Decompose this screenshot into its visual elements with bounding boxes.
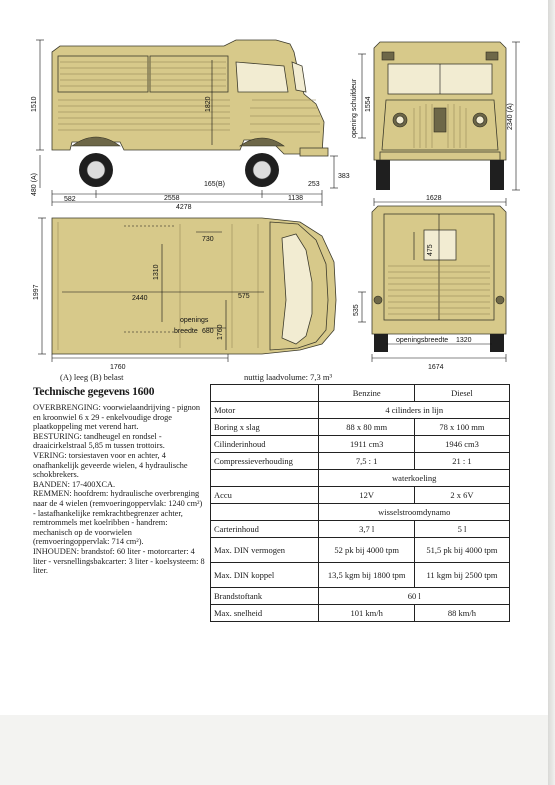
dim-top-opening-label-2: breedte (174, 328, 198, 335)
table-cell-diesel: 11 kgm bij 2500 tpm (413, 562, 511, 588)
page-edge-shadow (548, 0, 555, 785)
table-cell-diesel: 21 : 1 (413, 452, 511, 470)
dim-side-h3: 480 (A) (31, 173, 38, 196)
dim-side-w1: 582 (64, 196, 76, 203)
dim-side-w3: 1138 (288, 195, 303, 202)
load-volume-text: nuttig laadvolume: 7,3 m³ (244, 372, 333, 382)
table-row-label: Accu (209, 486, 320, 504)
side-view-drawing (51, 39, 329, 187)
table-row: Motor 4 cilinders in lijn (209, 401, 510, 419)
dim-rear-opening-w: 1320 (456, 337, 472, 344)
table-row-label: Cilinderinhoud (209, 435, 320, 453)
spec-paragraph: BESTURING: tandheugel en rondsel - draai… (33, 431, 165, 451)
dim-top-d5: 1760 (217, 324, 224, 340)
dim-side-h2: 1820 (205, 96, 212, 112)
section-heading: Technische gegevens 1600 (33, 386, 155, 398)
dim-top-opening-label-1: openings (180, 317, 209, 324)
table-row: Compressieverhouding 7,5 : 1 21 : 1 (209, 452, 511, 470)
rear-view-drawing (371, 205, 507, 352)
table-header-empty (209, 384, 320, 402)
spec-paragraph: INHOUDEN: brandstof: 60 liter - motorcar… (33, 546, 205, 576)
dim-front-opening-h: 1554 (365, 96, 372, 112)
spec-paragraph: BANDEN: 17-400XCA. (33, 479, 116, 489)
table-header-row: Benzine Diesel (209, 384, 511, 402)
table-row: Accu 12V 2 x 6V (209, 486, 511, 504)
table-cell-benzine: 88 x 80 mm (318, 418, 415, 436)
table-cell-span: wisselstroomdynamo (318, 503, 510, 521)
table-row-label: Carterinhoud (209, 520, 320, 538)
table-row: Boring x slag 88 x 80 mm 78 x 100 mm (209, 418, 511, 436)
dim-side-ground: 165(B) (204, 181, 225, 188)
dim-side-w2: 2558 (164, 195, 180, 202)
spec-paragraph: OVERBRENGING: voorwielaandrijving - pign… (33, 403, 201, 432)
table-cell-span: 60 l (318, 587, 510, 605)
table-cell-diesel: 51,5 pk bij 4000 tpm (413, 537, 511, 563)
spec-paragraph: REMMEN: hoofdrem: hydraulische overbreng… (33, 489, 203, 547)
table-cell-diesel: 2 x 6V (413, 486, 511, 504)
table-cell-diesel: 5 l (413, 520, 511, 538)
dim-side-h1: 1510 (31, 96, 38, 112)
table-cell-diesel: 1946 cm3 (413, 435, 511, 453)
table-row-label: Brandstoftank (209, 587, 320, 605)
dim-rear-side-h: 535 (353, 304, 360, 316)
dim-top-d1: 730 (202, 236, 214, 243)
dim-rear-window: 475 (427, 244, 434, 256)
table-cell-benzine: 101 km/h (318, 604, 415, 622)
table-row: Cilinderinhoud 1911 cm3 1946 cm3 (209, 435, 511, 453)
table-cell-benzine: 7,5 : 1 (318, 452, 415, 470)
dim-top-bottom-w: 1760 (110, 364, 126, 371)
spec-description: OVERBRENGING: voorwielaandrijving - pign… (33, 403, 205, 576)
dim-rear-opening-label: openingsbreedte (396, 337, 448, 344)
table-cell-benzine: 13,5 kgm bij 1800 tpm (318, 562, 415, 588)
dim-top-d3: 2440 (132, 295, 148, 302)
table-cell-benzine: 3,7 l (318, 520, 415, 538)
table-cell-diesel: 78 x 100 mm (413, 418, 511, 436)
dim-top-length: 1997 (33, 284, 40, 300)
table-header-benzine: Benzine (318, 384, 415, 402)
legend-text: (A) leeg (B) belast (60, 372, 124, 382)
dim-front-total-h: 2340 (A) (507, 103, 514, 130)
table-cell-benzine: 52 pk bij 4000 tpm (318, 537, 415, 563)
vehicle-drawings: 1510 480 (A) 1820 582 2558 1138 4278 165… (31, 39, 520, 371)
dim-top-opening-w: 680 (202, 328, 214, 335)
table-row-label (209, 503, 320, 521)
table-row-label: Max. snelheid (209, 604, 320, 622)
table-row: Carterinhoud 3,7 l 5 l (209, 520, 511, 538)
table-row: Max. snelheid 101 km/h 88 km/h (209, 604, 511, 622)
table-row-label: Motor (209, 401, 320, 419)
technical-data-table: Benzine Diesel Motor 4 cilinders in lijn… (209, 384, 511, 622)
table-row: wisselstroomdynamo (209, 503, 510, 521)
table-cell-span: waterkoeling (318, 469, 510, 487)
dim-front-opening-label: opening schuifdeur (351, 78, 358, 138)
dim-rear-total-w: 1674 (428, 364, 444, 371)
table-row-label: Compressieverhouding (209, 452, 320, 470)
table-row: Brandstoftank 60 l (209, 587, 510, 605)
table-cell-span: 4 cilinders in lijn (318, 401, 510, 419)
table-cell-diesel: 88 km/h (413, 604, 511, 622)
dim-top-d2: 1310 (153, 264, 160, 280)
dim-side-overhang: 253 (308, 181, 320, 188)
dim-top-d4: 575 (238, 293, 250, 300)
table-row: Max. DIN koppel 13,5 kgm bij 1800 tpm 11… (209, 562, 511, 588)
spec-paragraph: VERING: torsiestaven voor en achter, 4 o… (33, 450, 188, 480)
table-header-diesel: Diesel (413, 384, 511, 402)
dim-front-width: 1628 (426, 195, 442, 202)
page-bottom-margin (0, 715, 548, 785)
table-cell-benzine: 12V (318, 486, 415, 504)
table-row-label: Max. DIN vermogen (209, 537, 320, 563)
table-cell-benzine: 1911 cm3 (318, 435, 415, 453)
table-row: waterkoeling (209, 469, 510, 487)
table-row-label: Max. DIN koppel (209, 562, 320, 588)
top-view-drawing (51, 217, 337, 355)
dim-side-right: 383 (338, 173, 350, 180)
table-row-label: Boring x slag (209, 418, 320, 436)
table-row: Max. DIN vermogen 52 pk bij 4000 tpm 51,… (209, 537, 511, 563)
front-view-drawing (373, 41, 507, 190)
table-row-label (209, 469, 320, 487)
dim-side-total: 4278 (176, 204, 192, 211)
